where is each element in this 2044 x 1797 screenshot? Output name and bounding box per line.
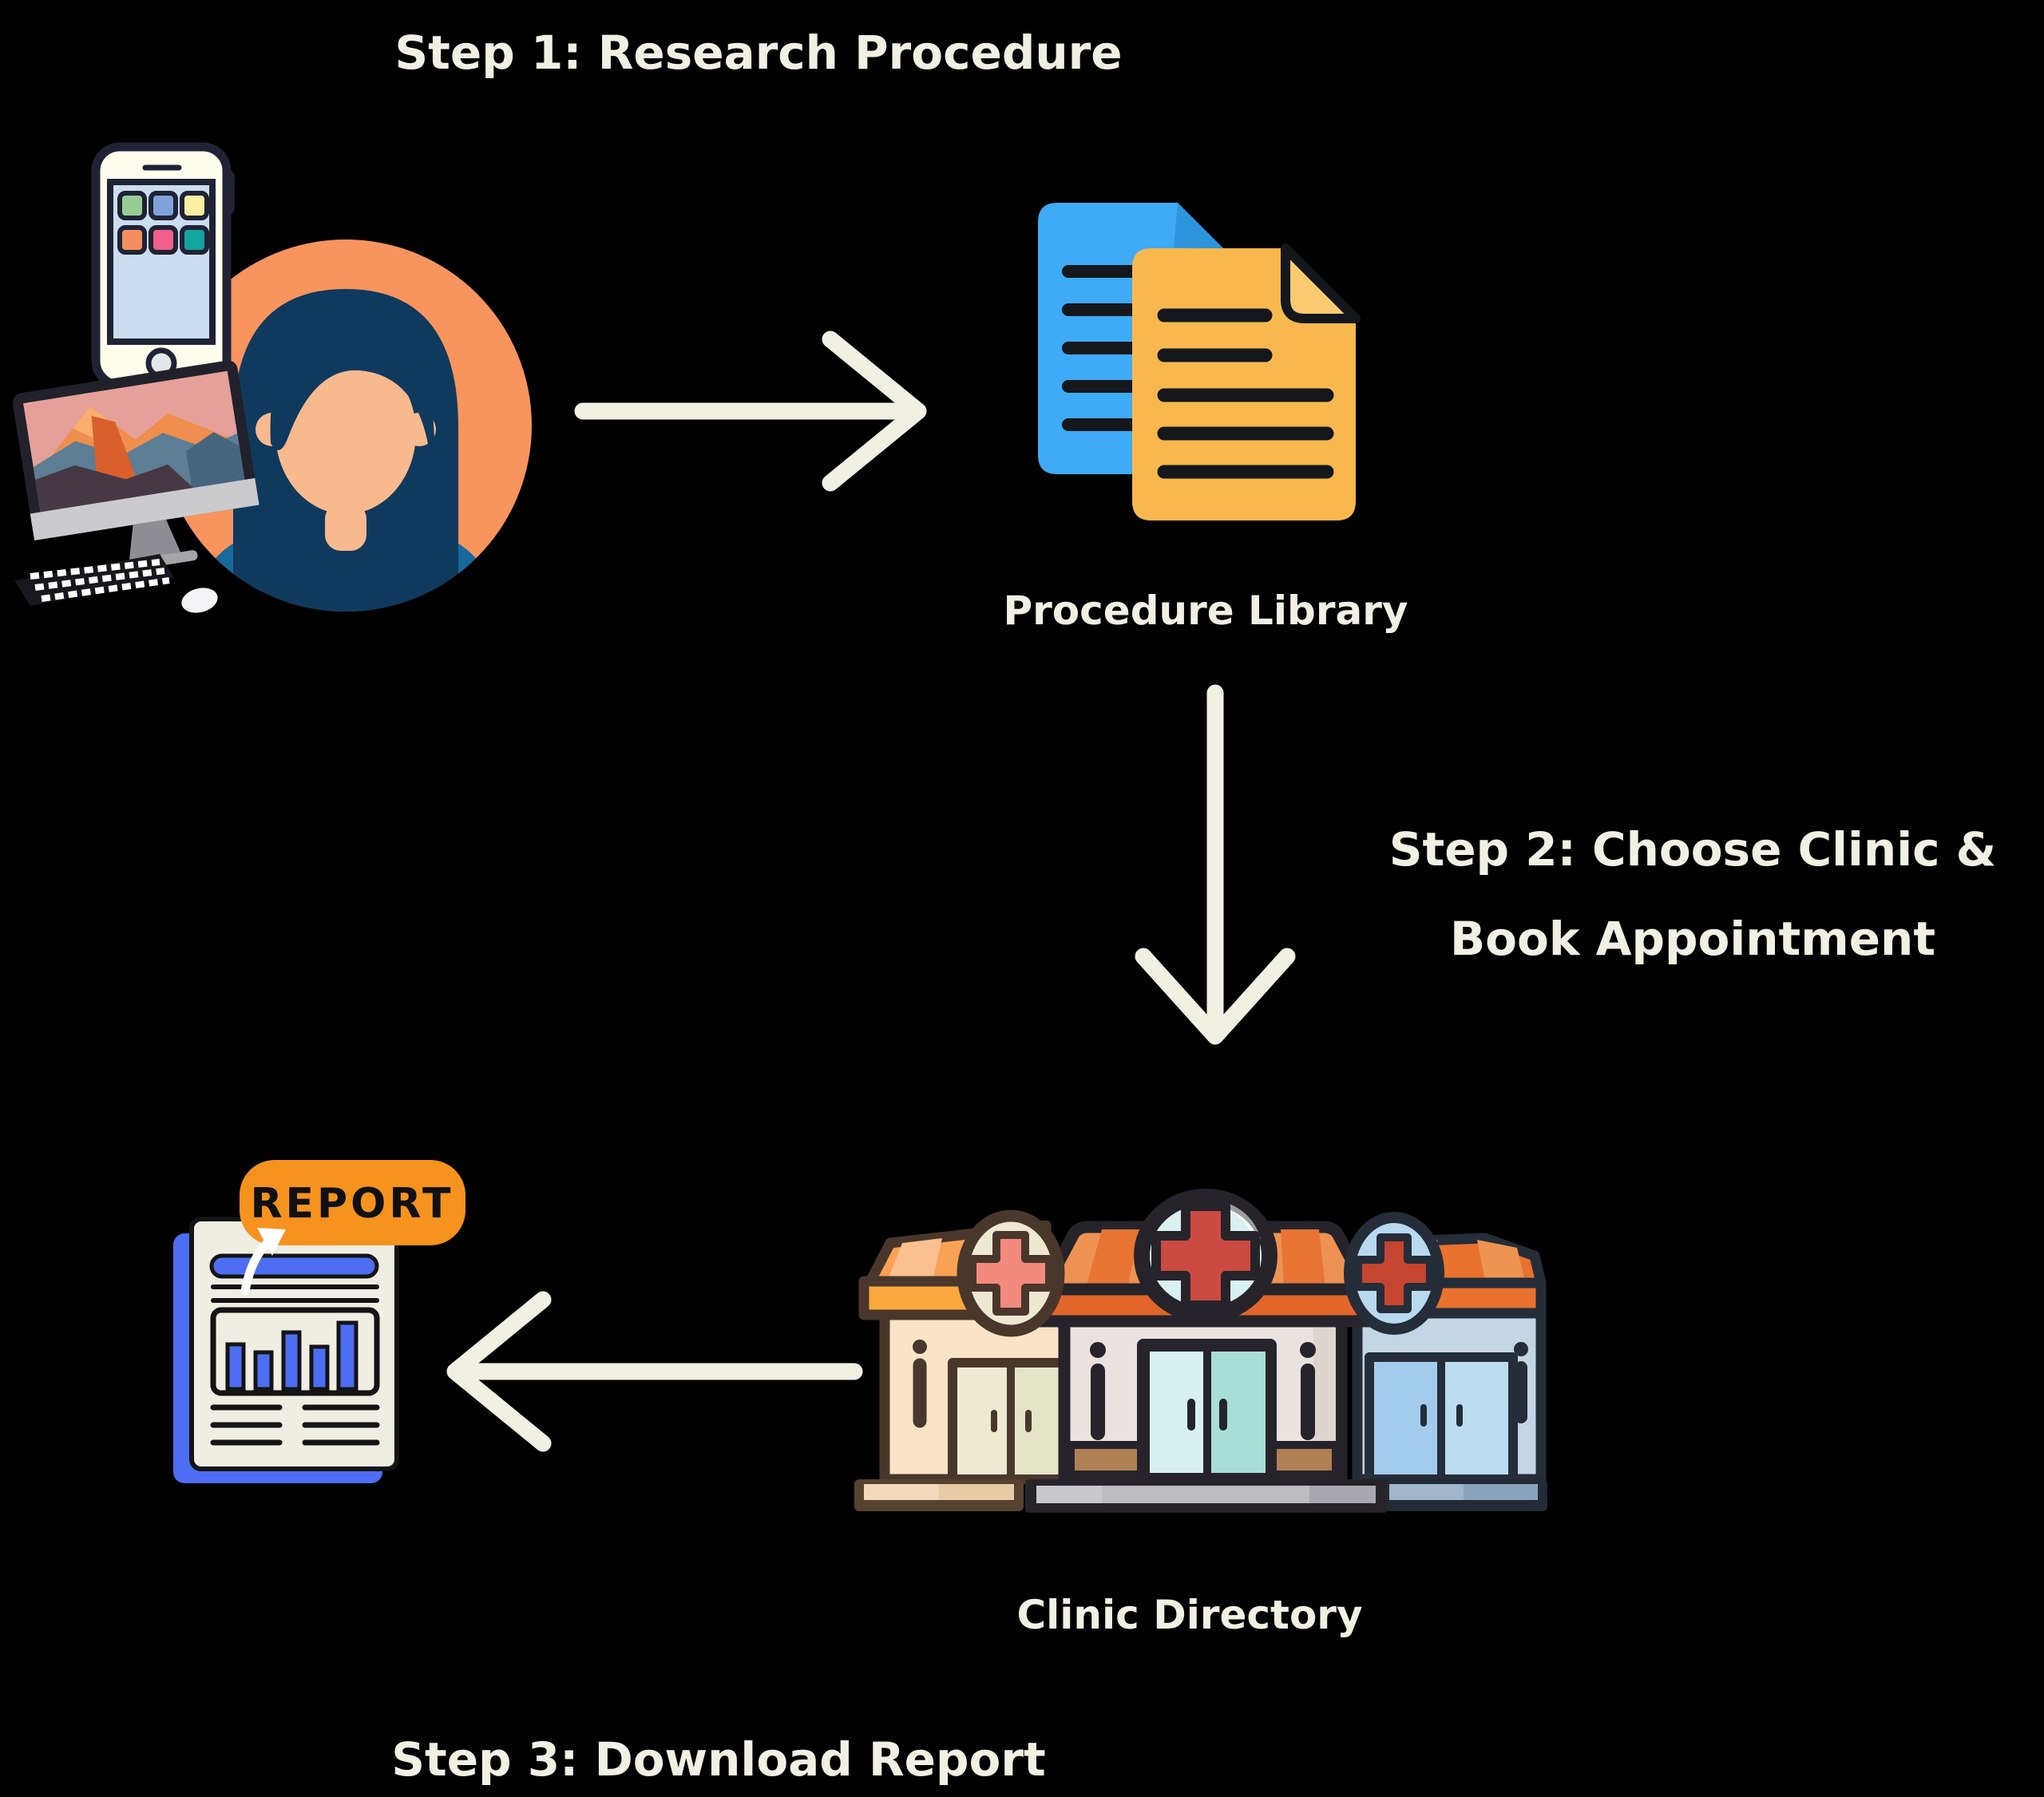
step2-line2: Book Appointment [1449, 912, 1936, 966]
procedure-library-illustration [1022, 192, 1373, 527]
step2-title: Step 2: Choose Clinic & Book Appointment [1317, 805, 2044, 984]
documents-icon [1038, 203, 1361, 520]
step2-line1: Step 2: Choose Clinic & [1388, 822, 1997, 877]
report-body-lines [210, 1404, 380, 1446]
procedure-library-label: Procedure Library [1003, 588, 1408, 634]
monitor-wallpaper [23, 370, 245, 513]
report-chart-box [210, 1307, 380, 1396]
arrow-right-icon [574, 331, 927, 492]
report-badge [240, 1160, 465, 1245]
monitor-chin [30, 477, 259, 541]
monitor-stand [129, 519, 181, 562]
clinic-directory-label: Clinic Directory [1016, 1592, 1363, 1638]
arrow-left-icon [446, 1291, 863, 1452]
clinic-directory-illustration [846, 1189, 1549, 1521]
step3-title: Step 3: Download Report [391, 1732, 1046, 1787]
phone-app-grid [117, 191, 209, 255]
report-header-lines [211, 1284, 379, 1303]
arrow-right-wrap [567, 327, 942, 495]
hair-fringe [270, 324, 435, 454]
right-cross-sign [1344, 1212, 1444, 1335]
mouse-icon [181, 588, 218, 613]
clinic-right-building [1342, 1233, 1547, 1511]
keyboard-icon [14, 554, 174, 606]
report-title-bar [209, 1253, 379, 1279]
clinic-center-building [1025, 1189, 1387, 1513]
smartphone-icon [91, 142, 235, 390]
amber-document-lines [1157, 308, 1334, 479]
arrow-down-icon [1135, 684, 1296, 1045]
report-illustration: REPORT [168, 1154, 475, 1489]
amber-document-fold [1281, 243, 1361, 323]
clinic-buildings-icon [854, 1189, 1547, 1513]
arrow-left-wrap [435, 1289, 870, 1457]
blue-document-fold [1174, 203, 1224, 249]
arrow-down-wrap [1124, 684, 1308, 1045]
step1-title: Step 1: Research Procedure [394, 26, 1123, 80]
smartphone-wrap [89, 142, 237, 391]
report-badge-text: REPORT [250, 1180, 454, 1228]
report-icon: REPORT [173, 1160, 465, 1483]
computer-wrap [6, 360, 282, 628]
neck [325, 503, 366, 551]
report-chart-bars [225, 1320, 358, 1391]
report-upload-arrow-icon [240, 1228, 286, 1296]
blue-document-lines [1062, 265, 1148, 431]
woman-avatar-icon [160, 239, 532, 612]
left-cross-sign [957, 1209, 1065, 1337]
desktop-computer-icon [12, 360, 259, 613]
user-devices-illustration [160, 239, 532, 612]
